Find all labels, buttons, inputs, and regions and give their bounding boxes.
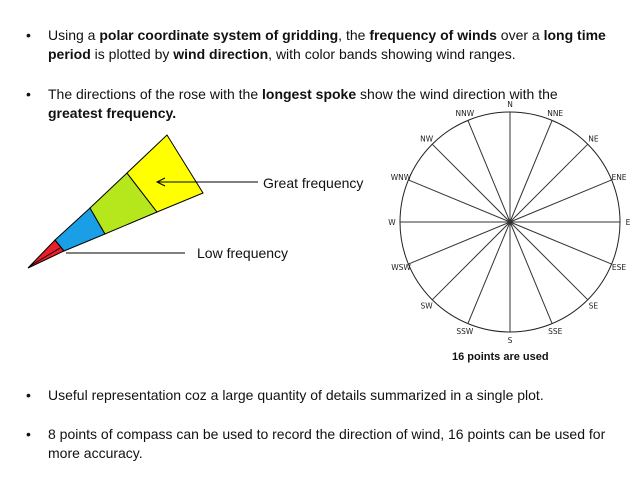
- rose-spoke-ssw: [467, 221, 511, 324]
- bullet-text: 8 points of compass can be used to recor…: [48, 426, 606, 461]
- rose-spoke-ese: [509, 221, 612, 265]
- rose-label-se: SE: [589, 301, 599, 310]
- rose-label-sw: SW: [421, 301, 434, 310]
- text-run: , the: [338, 27, 370, 43]
- rose-label-wnw: WNW: [391, 173, 412, 182]
- spoke-band-yellow: [126, 134, 204, 213]
- rose-label-n: N: [507, 100, 513, 109]
- great-frequency-arrow: [155, 177, 258, 187]
- rose-label-wsw: WSW: [391, 263, 411, 272]
- low-frequency-label: Low frequency: [197, 245, 289, 261]
- rose-spoke-wnw: [408, 179, 511, 223]
- rose-spoke-nnw: [467, 120, 511, 223]
- text-bold: polar coordinate system of gridding: [99, 27, 339, 43]
- text-run: is plotted by: [90, 46, 174, 62]
- rose-direction-labels: N NNE NE ENE E ESE SE SSE S SSW SW WSW W WNW NW NNW: [388, 100, 630, 345]
- rose-label-sse: SSE: [548, 327, 563, 336]
- rose-label-w: W: [388, 218, 396, 227]
- rose-caption: 16 points are used: [452, 351, 549, 363]
- rose-label-e: E: [626, 218, 631, 227]
- rose-label-nne: NNE: [547, 109, 563, 118]
- rose-spoke-ne: [509, 143, 589, 223]
- bullet-dot: •: [26, 86, 31, 102]
- rose-spoke-sw: [431, 221, 511, 301]
- bullet-dot: •: [26, 27, 31, 43]
- compass-rose: N NNE NE ENE E ESE SE SSE S SSW SW WSW W WNW NW NNW: [388, 100, 630, 345]
- text-bold: wind direction: [173, 46, 269, 62]
- rose-spokes: [400, 112, 620, 332]
- great-frequency-label: Great frequency: [263, 175, 364, 191]
- text-run: over a: [496, 27, 544, 43]
- rose-spoke-ene: [509, 179, 612, 223]
- text-bold: frequency of winds: [369, 27, 497, 43]
- bullet-dot: •: [26, 426, 31, 442]
- rose-spoke-se: [509, 221, 589, 301]
- wind-spoke: [27, 134, 204, 269]
- bullet-dot: •: [26, 387, 31, 403]
- rose-spoke-wsw: [408, 221, 511, 265]
- rose-label-ene: ENE: [611, 173, 626, 182]
- text-bold: greatest frequency.: [48, 105, 177, 121]
- rose-label-ese: ESE: [612, 263, 626, 272]
- rose-label-nnw: NNW: [455, 109, 474, 118]
- rose-spoke-nw: [431, 143, 511, 223]
- bullet-text: Using a polar coordinate system of gridd…: [48, 26, 628, 64]
- bullet-text: The directions of the rose with the long…: [48, 85, 608, 123]
- text-run: The directions of the rose with the: [48, 86, 262, 102]
- text-run: show the wind direction with the: [356, 86, 558, 102]
- spoke-center-line: [29, 247, 61, 267]
- rose-label-ssw: SSW: [456, 327, 474, 336]
- text-bold: long time period: [48, 27, 606, 62]
- rose-spoke-nne: [509, 120, 553, 223]
- rose-spoke-sse: [509, 221, 553, 324]
- text-bold: longest spoke: [262, 86, 357, 102]
- rose-label-s: S: [508, 336, 513, 345]
- text-run: , with color bands showing wind ranges.: [268, 46, 516, 62]
- bullet-text: Useful representation coz a large quanti…: [48, 387, 544, 403]
- rose-label-nw: NW: [420, 135, 434, 144]
- rose-label-ne: NE: [588, 135, 599, 144]
- text-run: Using a: [48, 27, 100, 43]
